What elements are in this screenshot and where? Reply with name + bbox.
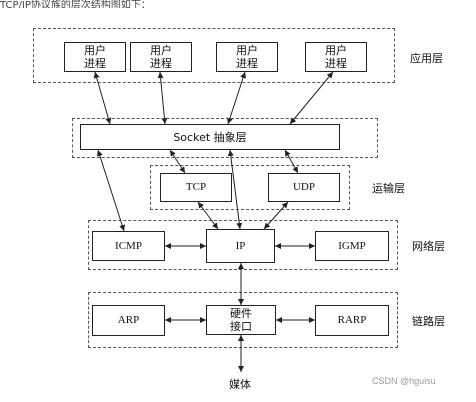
- socket-abstraction-box: Socket 抽象层: [80, 124, 340, 150]
- igmp-box: IGMP: [315, 231, 389, 261]
- user-process-box-3: 用户 进程: [216, 42, 278, 72]
- arrow-process2-socket: [157, 71, 168, 125]
- user-process-box-1: 用户 进程: [64, 42, 126, 72]
- arrow-process1-socket: [93, 71, 112, 125]
- ip-box: IP: [206, 229, 275, 263]
- arrow-udp-ip: [263, 201, 289, 230]
- network-layer-label: 网络层: [412, 240, 445, 253]
- medium-label: 媒体: [229, 378, 251, 391]
- tcp-box: TCP: [160, 173, 232, 202]
- arrow-process4-socket: [289, 71, 334, 125]
- application-layer-region: [33, 28, 395, 83]
- link-layer-label: 链路层: [412, 315, 445, 328]
- transport-layer-label: 运输层: [372, 182, 405, 195]
- udp-box: UDP: [268, 173, 340, 202]
- caption-fragment: TCP/IP协议族的层次结构图如下：: [0, 0, 151, 8]
- user-process-box-2: 用户 进程: [130, 42, 192, 72]
- socket-layer-region: [72, 118, 378, 158]
- arrow-socket-ip: [227, 149, 243, 230]
- user-process-box-4: 用户 进程: [305, 42, 367, 72]
- icmp-box: ICMP: [92, 231, 165, 261]
- application-layer-label: 应用层: [410, 52, 443, 65]
- arrow-tcp-ip: [197, 201, 219, 230]
- arrow-socket-icmp: [96, 149, 126, 232]
- csdn-watermark: CSDN @hguisu: [372, 376, 436, 386]
- arrow-socket-tcp: [169, 149, 186, 174]
- hardware-interface-box: 硬件 接口: [206, 305, 276, 335]
- arrow-socket-udp: [284, 149, 299, 174]
- transport-layer-region: [150, 165, 350, 210]
- arp-box: ARP: [92, 305, 165, 336]
- rarp-box: RARP: [315, 305, 389, 336]
- arrow-process3-socket: [227, 71, 246, 125]
